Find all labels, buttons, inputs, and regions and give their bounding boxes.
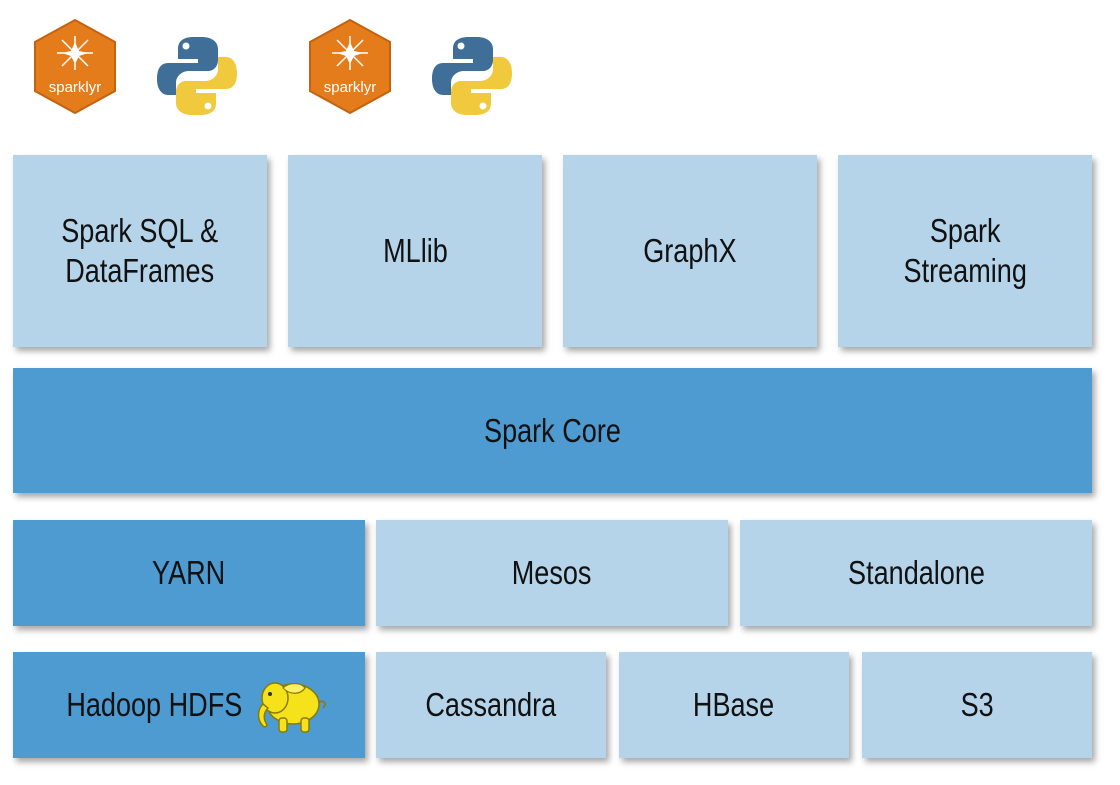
cluster-standalone-block: Standalone [740, 520, 1092, 626]
storage-hdfs-block: Hadoop HDFS [13, 652, 365, 758]
python-icon [432, 37, 512, 115]
library-mllib-block: MLlib [288, 155, 542, 347]
block-label: YARN [152, 554, 226, 592]
block-label-line1: Spark [929, 212, 1001, 250]
block-label: Hadoop HDFS [66, 686, 242, 724]
storage-cassandra-block: Cassandra [376, 652, 606, 758]
block-label: Spark Core [484, 411, 621, 449]
block-label: Mesos [512, 554, 592, 592]
python-logo-left [156, 35, 238, 117]
block-label-line1: Spark SQL & [61, 212, 219, 250]
sparklyr-logo-right: sparklyr [308, 18, 392, 115]
sparklyr-logo-text: sparklyr [49, 79, 102, 96]
library-spark-sql-block: Spark SQL & DataFrames [13, 155, 267, 347]
block-label: Cassandra [425, 686, 557, 724]
sparklyr-hex-icon: sparklyr [34, 18, 116, 115]
storage-hbase-block: HBase [619, 652, 849, 758]
block-label-line2: Streaming [903, 252, 1027, 289]
sparklyr-logo-left: sparklyr [33, 18, 117, 115]
hadoop-elephant-icon [258, 682, 327, 733]
sparklyr-hex-icon: sparklyr [309, 18, 391, 115]
block-label: S3 [960, 686, 994, 724]
block-label: MLlib [382, 232, 448, 270]
block-label: HBase [693, 686, 775, 724]
block-label-line2: DataFrames [65, 252, 215, 289]
library-streaming-block: Spark Streaming [838, 155, 1092, 347]
python-logo-right [431, 35, 513, 117]
python-icon [157, 37, 237, 115]
block-label: Standalone [847, 554, 985, 592]
library-graphx-block: GraphX [563, 155, 817, 347]
storage-s3-block: S3 [862, 652, 1092, 758]
cluster-mesos-block: Mesos [376, 520, 728, 626]
spark-core-block: Spark Core [13, 368, 1092, 493]
cluster-yarn-block: YARN [13, 520, 365, 626]
block-label: GraphX [643, 232, 737, 270]
sparklyr-logo-text: sparklyr [324, 79, 377, 96]
